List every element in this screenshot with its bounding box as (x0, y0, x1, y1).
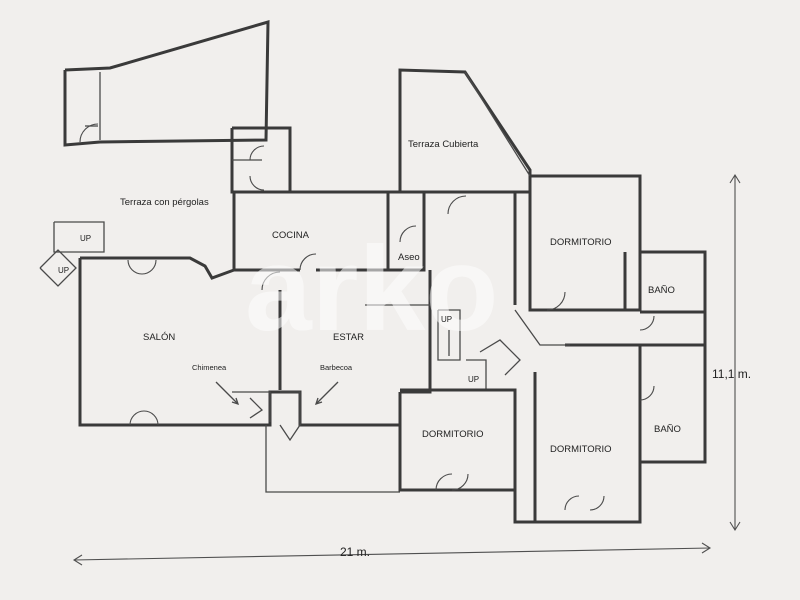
watermark: arko (245, 222, 498, 356)
label-width-dimension: 21 m. (340, 545, 370, 559)
height-dimension (729, 173, 741, 532)
label-stairs-up-3: UP (441, 315, 452, 324)
aseo-walls (388, 192, 426, 272)
dormitorio-2-walls (400, 388, 517, 491)
label-cocina: COCINA (272, 230, 310, 241)
left-stairs (39, 221, 105, 287)
entrance-block (230, 126, 292, 194)
width-dimension (72, 542, 712, 566)
dormitorio-1-walls (528, 192, 705, 331)
label-dormitorio-2: DORMITORIO (422, 429, 484, 440)
label-barbecoa: Barbecoa (320, 363, 353, 372)
annotation-arrows (215, 381, 339, 406)
label-bano-1: BAÑO (648, 285, 675, 296)
label-dormitorio-3: DORMITORIO (550, 444, 612, 455)
label-stairs-up-1: UP (80, 234, 91, 243)
label-bano-2: BAÑO (654, 424, 681, 435)
label-estar: ESTAR (333, 332, 364, 343)
label-dormitorio-1: DORMITORIO (550, 237, 612, 248)
label-salon: SALÓN (143, 332, 175, 343)
salon-doors (127, 259, 159, 426)
label-stairs-up-4: UP (468, 375, 479, 384)
label-chimenea: Chimenea (192, 363, 227, 372)
label-terraza-pergolas: Terraza con pérgolas (120, 197, 209, 208)
label-aseo: Aseo (398, 252, 420, 263)
label-terraza-cubierta: Terraza Cubierta (408, 139, 479, 150)
salon-estar-partition (232, 271, 301, 442)
patio-outline (265, 425, 400, 493)
upper-terrace-outline (63, 19, 270, 147)
dormitorio-3-walls (479, 309, 705, 522)
label-height-dimension: 11,1 m. (712, 367, 751, 381)
label-stairs-up-2: UP (58, 266, 69, 275)
covered-terrace-outline (398, 68, 532, 192)
